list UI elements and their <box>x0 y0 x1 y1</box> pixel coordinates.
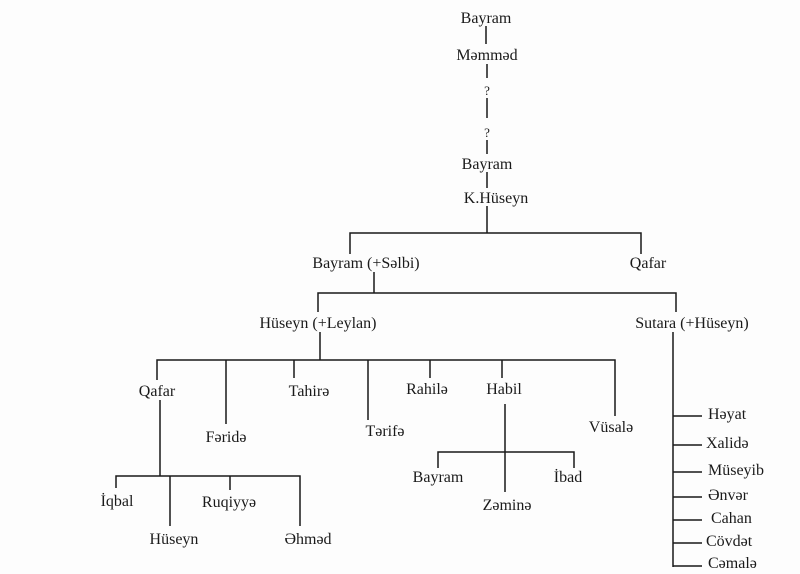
node-gen6-huseyn: Hüseyn (+Leylan) <box>260 315 377 332</box>
node-sutara-child: Cövdət <box>706 533 753 550</box>
node-child: Vüsalə <box>589 419 633 436</box>
node-grandchild-habil: İbad <box>554 468 582 486</box>
node-child: Tahirə <box>289 383 330 400</box>
node-grandchild-qafar: Hüseyn <box>150 531 199 548</box>
node-gen1: Bayram <box>461 10 512 27</box>
node-sutara-child: Müseyib <box>708 462 764 479</box>
node-child: Fəridə <box>206 429 247 446</box>
node-grandchild-habil: Bayram <box>413 469 464 486</box>
node-child: Tərifə <box>365 423 404 440</box>
node-sutara-child: Cahan <box>711 510 752 527</box>
node-child: Rahilə <box>406 381 448 398</box>
node-child: Qafar <box>139 383 176 400</box>
node-unknown-1: ? <box>484 83 490 98</box>
node-gen4: K.Hüseyn <box>464 190 528 207</box>
node-gen5-qafar: Qafar <box>630 255 667 272</box>
node-sutara-child: Ənvər <box>708 487 749 504</box>
node-grandchild-habil: Zəminə <box>483 497 532 514</box>
node-sutara-child: Xalidə <box>706 435 749 452</box>
node-grandchild-qafar: İqbal <box>101 492 134 510</box>
node-gen6-sutara: Sutara (+Hüseyn) <box>635 315 748 332</box>
node-sutara-child: Cəmalə <box>708 555 757 572</box>
node-gen3: Bayram <box>462 156 513 173</box>
node-sutara-child: Həyat <box>708 406 747 423</box>
node-unknown-2: ? <box>484 125 490 140</box>
node-grandchild-qafar: Əhməd <box>284 531 331 548</box>
node-gen2: Məmməd <box>456 47 517 64</box>
node-child: Habil <box>486 381 522 398</box>
connector-lines <box>115 26 702 567</box>
node-gen5-bayram: Bayram (+Səlbi) <box>312 255 419 272</box>
node-grandchild-qafar: Ruqiyyə <box>202 494 256 511</box>
